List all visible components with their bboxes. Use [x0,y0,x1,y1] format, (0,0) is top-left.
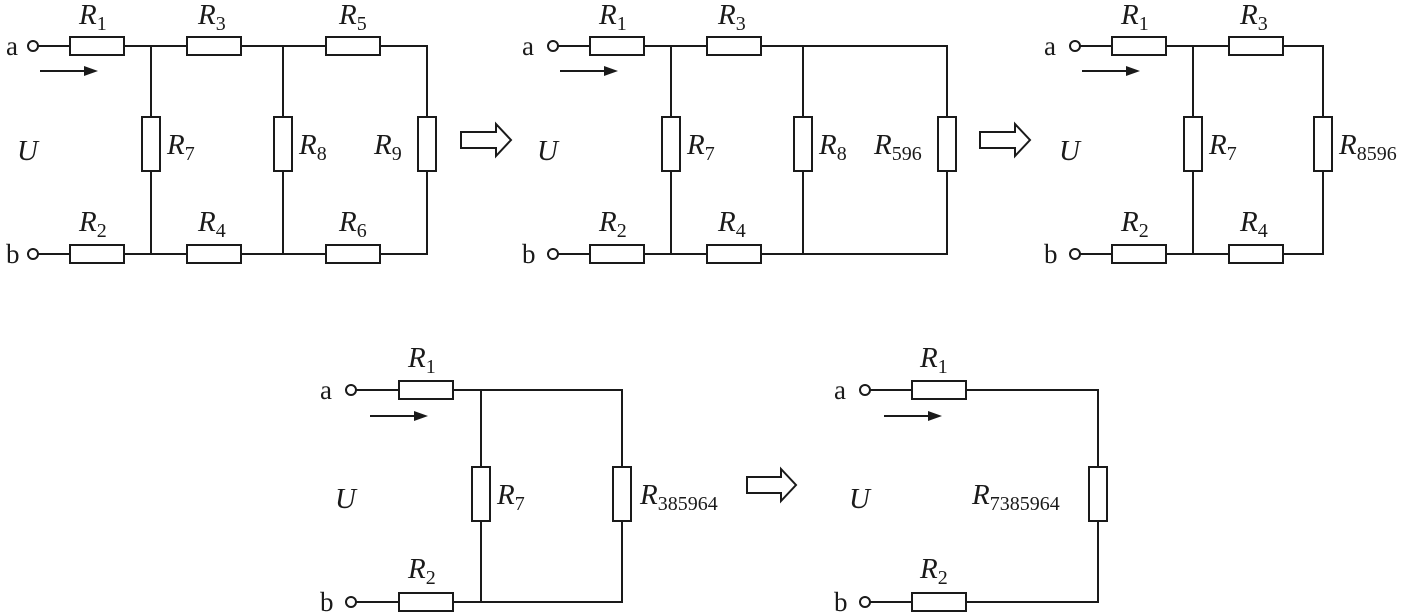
label-r7385964: R7385964 [971,479,1060,515]
voltage-label-u: U [1059,135,1082,167]
resistor-r3 [1228,36,1284,56]
label-r3: R3 [1239,0,1268,35]
terminal-a [547,40,559,52]
terminal-b-label: b [522,239,536,269]
stage-1-circuit: a b R1 R3 R5 R2 R4 R6 R7 R8 R9 U [6,0,437,269]
label-r1: R1 [78,0,107,35]
terminal-b [547,248,559,260]
terminal-a-label: a [320,375,332,405]
resistor-r8 [793,116,813,172]
label-r2: R2 [78,206,107,242]
label-r7: R7 [496,479,525,515]
stage-3-circuit: a b R1 R3 R2 R4 R7 R8596 U [1044,0,1397,269]
label-r2: R2 [598,206,627,242]
label-r7: R7 [1208,129,1237,165]
label-r8: R8 [818,129,847,165]
resistor-r6 [325,244,381,264]
current-arrow-head [84,66,98,76]
resistor-r1 [1111,36,1167,56]
terminal-b [345,596,357,608]
transform-arrow-2 [979,121,1032,159]
label-r2: R2 [1120,206,1149,242]
terminal-b-label: b [1044,239,1058,269]
label-r6: R6 [338,206,367,242]
resistor-r2 [398,592,454,612]
stage-2-circuit: a b R1 R3 R2 R4 R7 R8 R596 U [522,0,957,269]
label-r4: R4 [197,206,226,242]
terminal-a-label: a [522,31,534,61]
resistor-r2 [69,244,125,264]
terminal-b-label: b [320,587,334,614]
terminal-b [1069,248,1081,260]
label-r1: R1 [1120,0,1149,35]
resistor-r5 [325,36,381,56]
resistor-r8 [273,116,293,172]
stage-4-circuit: a b R1 R2 R7 R385964 U [320,342,718,614]
voltage-label-u: U [17,135,40,167]
label-r7: R7 [166,129,195,165]
label-r1: R1 [407,342,436,378]
label-r2: R2 [919,553,948,589]
resistor-r9 [417,116,437,172]
label-r4: R4 [1239,206,1268,242]
terminal-a [345,384,357,396]
terminal-b [27,248,39,260]
label-r385964: R385964 [639,479,718,515]
terminal-a-label: a [1044,31,1056,61]
terminal-a [859,384,871,396]
resistor-r4 [186,244,242,264]
resistor-r2 [1111,244,1167,264]
resistor-r1 [398,380,454,400]
resistor-r2 [911,592,967,612]
voltage-label-u: U [849,483,872,515]
stage-5-circuit: a b R1 R2 R7385964 U [834,342,1108,614]
label-r2: R2 [407,553,436,589]
terminal-a [1069,40,1081,52]
label-r8: R8 [298,129,327,165]
voltage-label-u: U [537,135,560,167]
terminal-a-label: a [834,375,846,405]
resistor-r385964 [612,466,632,522]
label-r1: R1 [919,342,948,378]
resistor-r7385964 [1088,466,1108,522]
current-arrow-head [604,66,618,76]
terminal-a-label: a [6,31,18,61]
voltage-label-u: U [335,483,358,515]
resistor-r7 [1183,116,1203,172]
terminal-a [27,40,39,52]
resistor-r7 [661,116,681,172]
label-r5: R5 [338,0,367,35]
resistor-r1 [589,36,645,56]
current-arrow-head [414,411,428,421]
resistor-r1 [911,380,967,400]
resistor-r596 [937,116,957,172]
resistor-r8596 [1313,116,1333,172]
resistor-r7 [471,466,491,522]
resistor-r2 [589,244,645,264]
label-r3: R3 [197,0,226,35]
resistor-r7 [141,116,161,172]
transform-arrow-1 [460,121,513,159]
label-r9: R9 [373,129,402,165]
resistor-r3 [186,36,242,56]
label-r7: R7 [686,129,715,165]
terminal-b [859,596,871,608]
label-r8596: R8596 [1338,129,1397,165]
label-r3: R3 [717,0,746,35]
label-r1: R1 [598,0,627,35]
resistor-r4 [1228,244,1284,264]
label-r4: R4 [717,206,746,242]
resistor-r1 [69,36,125,56]
transform-arrow-3 [746,466,798,504]
terminal-b-label: b [6,239,20,269]
current-arrow-head [1126,66,1140,76]
resistor-r4 [706,244,762,264]
resistor-r3 [706,36,762,56]
label-r596: R596 [873,129,922,165]
current-arrow-head [928,411,942,421]
terminal-b-label: b [834,587,848,614]
